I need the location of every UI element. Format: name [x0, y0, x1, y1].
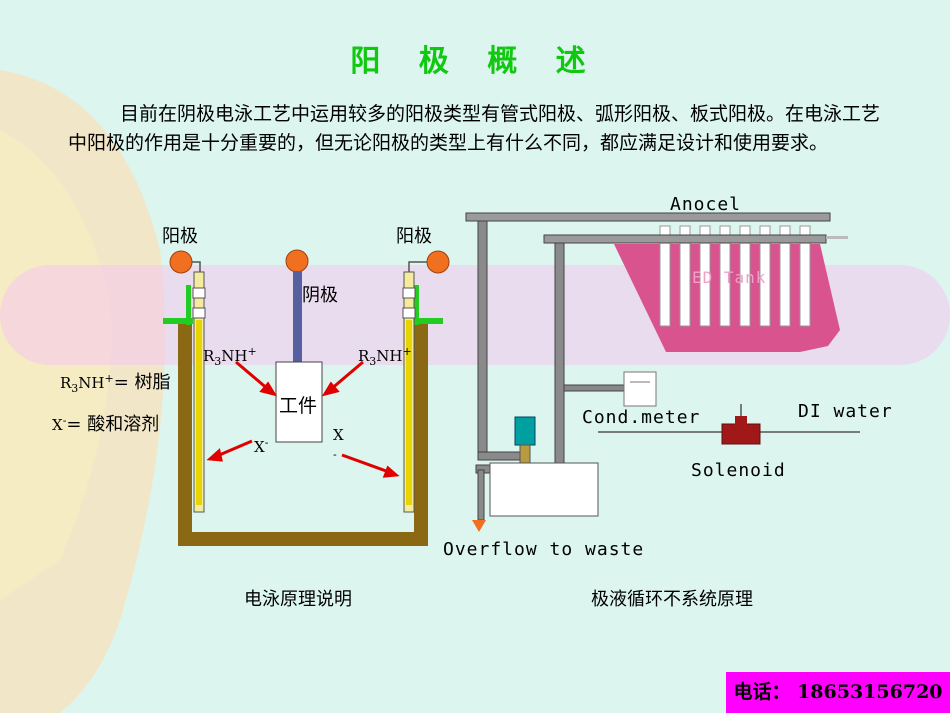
cond-meter-box	[623, 371, 657, 407]
left-caption: 电泳原理说明	[244, 589, 352, 610]
right-anode-ball	[426, 250, 450, 274]
right-anode-bracket	[414, 285, 419, 325]
phone-banner: 电话： 18653156720	[726, 672, 950, 713]
di-water-label: DI water	[798, 401, 893, 422]
supply-pipe	[554, 242, 565, 466]
top-header-pipe	[465, 212, 831, 222]
overflow-arrow	[472, 520, 486, 532]
ion-arrows	[206, 360, 400, 478]
ed-tank-label: ED Tank	[692, 268, 767, 287]
r3nh-left-label: R3NH+	[203, 345, 257, 368]
x-left-label: X-	[254, 436, 269, 456]
legend-acid: X-= 酸和溶剂	[52, 414, 160, 435]
tank-left-wall	[178, 322, 192, 534]
workpiece-box	[275, 361, 323, 443]
return-pipe	[477, 220, 488, 458]
reservoir	[489, 462, 599, 517]
x-right-label: X-	[333, 426, 344, 461]
left-anode-ball	[169, 250, 193, 274]
r3nh-right-label: R3NH+	[358, 345, 412, 368]
tank-left-rim	[163, 318, 193, 324]
electrophoresis-tank	[163, 285, 443, 546]
workpiece-label: 工件	[279, 395, 318, 417]
solenoid-valve	[721, 423, 761, 445]
legend-resin: R3NH+= 树脂	[60, 372, 171, 395]
pump-body	[514, 416, 536, 446]
cathode-label: 阴极	[302, 285, 338, 306]
cathode-ball	[285, 249, 309, 273]
pump-base	[519, 444, 531, 464]
second-header-pipe	[543, 234, 827, 244]
left-anode-bracket	[186, 285, 191, 325]
anocel-label: Anocel	[670, 194, 742, 215]
anode-cells	[659, 225, 811, 327]
tank-right-rim	[413, 318, 443, 324]
right-anode	[402, 250, 450, 513]
overflow-label: Overflow to waste	[443, 539, 645, 560]
left-anode	[169, 250, 206, 513]
anolyte-system	[465, 212, 860, 532]
solenoid-label: Solenoid	[691, 460, 786, 481]
intro-paragraph: 目前在阴极电泳工艺中运用较多的阳极类型有管式阳极、弧形阳极、板式阳极。在电泳工艺…	[68, 103, 881, 154]
cond-meter-label: Cond.meter	[582, 407, 701, 428]
right-caption: 极液循环不系统原理	[591, 589, 753, 610]
left-anode-label: 阳极	[162, 226, 198, 247]
tank-bottom	[178, 532, 428, 546]
right-anode-label: 阳极	[396, 226, 432, 247]
tank-right-wall	[414, 322, 428, 534]
page-title: 阳 极 概 述	[350, 44, 600, 79]
cathode	[275, 249, 323, 443]
cathode-rod	[293, 271, 302, 363]
